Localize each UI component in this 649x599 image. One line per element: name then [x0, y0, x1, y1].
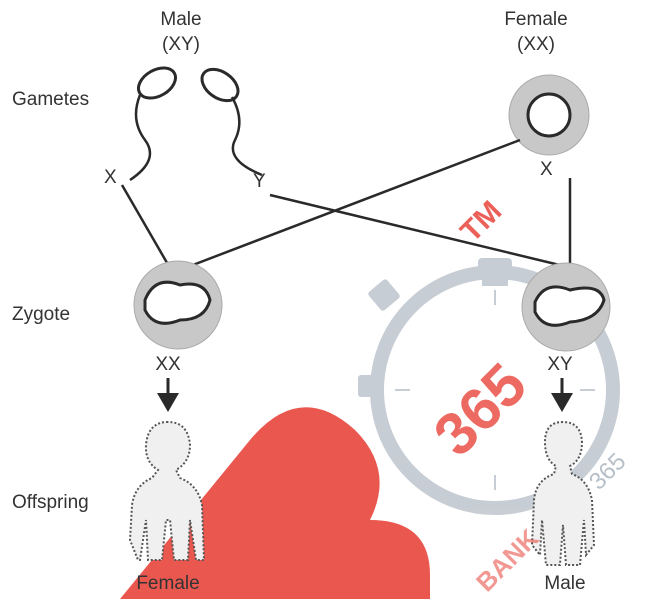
female-parent-title: Female	[504, 9, 568, 30]
male-offspring-figure-icon	[530, 420, 596, 566]
male-parent-title: Male	[160, 9, 202, 30]
left-zygote-genotype: XX	[155, 354, 181, 375]
watermark-stopwatch-icon	[358, 258, 620, 515]
left-zygote-icon	[133, 260, 223, 350]
female-offspring-label: Female	[136, 573, 200, 594]
male-offspring-label: Male	[544, 573, 586, 594]
female-offspring-figure-icon	[128, 420, 206, 561]
right-zygote-icon	[521, 262, 611, 352]
female-egg-icon	[508, 74, 590, 156]
left-down-arrow-icon	[157, 378, 179, 412]
male-gamete-x-icon	[129, 66, 177, 182]
right-down-arrow-icon	[551, 378, 573, 412]
male-gamete-y-icon	[200, 67, 263, 177]
female-gamete-x-label: X	[540, 159, 553, 180]
male-gamete-y-label: Y	[253, 171, 266, 192]
male-parent-genotype: (XY)	[162, 34, 200, 55]
cross-line-male-y-to-right-zygote	[269, 193, 573, 270]
female-parent-genotype: (XX)	[517, 34, 555, 55]
offspring-row-label: Offspring	[12, 492, 89, 513]
right-zygote-genotype: XY	[547, 354, 573, 375]
cross-line-female-x-to-left-zygote	[184, 138, 521, 270]
cross-line-male-x-to-left-zygote	[120, 184, 172, 269]
male-gamete-x-label: X	[104, 167, 117, 188]
gametes-row-label: Gametes	[12, 89, 90, 110]
zygote-row-label: Zygote	[12, 304, 71, 325]
